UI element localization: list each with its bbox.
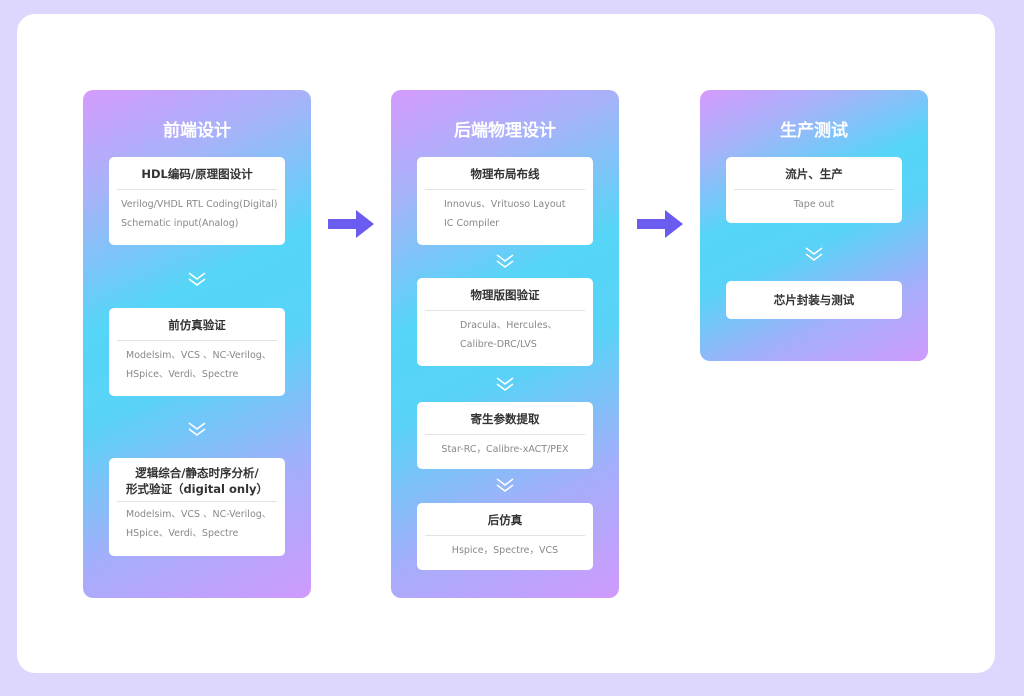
divider	[425, 189, 585, 190]
tool-line: Modelsim、VCS 、NC-Verilog、	[126, 509, 272, 520]
column-title: 后端物理设计	[454, 121, 556, 141]
step-title: 流片、生产	[785, 167, 843, 181]
divider	[117, 340, 277, 341]
step-tools: Innovus、Vrituoso Layout IC Compiler	[417, 190, 593, 239]
step-title-line: 形式验证（digital only）	[125, 482, 269, 496]
step-tools: Star-RC，Calibre-xACT/PEX	[417, 435, 593, 465]
divider	[734, 189, 894, 190]
step-tools: Modelsim、VCS 、NC-Verilog、 HSpice、Verdi、Sp…	[109, 341, 285, 390]
tool-line: HSpice、Verdi、Spectre	[126, 369, 239, 380]
divider	[425, 535, 585, 536]
step-layout-verification: 物理版图验证 Dracula、Hercules、 Calibre-DRC/LVS	[417, 278, 593, 366]
step-place-route: 物理布局布线 Innovus、Vrituoso Layout IC Compile…	[417, 157, 593, 245]
chevron-down-icon	[496, 377, 514, 391]
chevron-down-icon	[496, 254, 514, 268]
step-tools: Verilog/VHDL RTL Coding(Digital) Schemati…	[109, 190, 285, 239]
step-post-simulation: 后仿真 Hspice，Spectre，VCS	[417, 503, 593, 570]
column-production-test: 生产测试 流片、生产 Tape out 芯片封装与测试	[700, 90, 928, 361]
step-synthesis: 逻辑综合/静态时序分析/形式验证（digital only） Modelsim、…	[109, 458, 285, 556]
tool-line: IC Compiler	[444, 218, 500, 229]
divider	[117, 189, 277, 190]
step-pre-simulation: 前仿真验证 Modelsim、VCS 、NC-Verilog、 HSpice、Ve…	[109, 308, 285, 396]
tool-line: Innovus、Vrituoso Layout	[444, 199, 566, 210]
step-title-line: 逻辑综合/静态时序分析/	[135, 466, 259, 480]
step-tools: Hspice，Spectre，VCS	[417, 536, 593, 566]
column-frontend-design: 前端设计 HDL编码/原理图设计 Verilog/VHDL RTL Coding…	[83, 90, 311, 598]
step-tape-out: 流片、生产 Tape out	[726, 157, 902, 223]
step-title: HDL编码/原理图设计	[141, 167, 253, 181]
step-title: 前仿真验证	[168, 318, 226, 332]
column-backend-physical-design: 后端物理设计 物理布局布线 Innovus、Vrituoso Layout IC …	[391, 90, 619, 598]
arrow-right-icon	[637, 210, 683, 238]
tool-line: HSpice、Verdi、Spectre	[126, 528, 239, 539]
tool-line: Hspice，Spectre，VCS	[451, 545, 559, 556]
chevron-down-icon	[188, 272, 206, 286]
step-tools: Modelsim、VCS 、NC-Verilog、 HSpice、Verdi、Sp…	[109, 502, 285, 549]
step-parasitic-extraction: 寄生参数提取 Star-RC，Calibre-xACT/PEX	[417, 402, 593, 469]
step-title: 芯片封装与测试	[773, 293, 855, 307]
step-title: 物理布局布线	[470, 167, 540, 181]
tool-line: Calibre-DRC/LVS	[460, 339, 537, 350]
step-title: 寄生参数提取	[470, 412, 540, 426]
chevron-down-icon	[188, 422, 206, 436]
column-title: 前端设计	[163, 121, 231, 141]
divider	[425, 310, 585, 311]
tool-line: Tape out	[793, 199, 835, 210]
step-tools: Tape out	[726, 190, 902, 220]
tool-line: Dracula、Hercules、	[460, 320, 558, 331]
tool-line: Schematic input(Analog)	[121, 218, 239, 229]
divider	[117, 501, 277, 502]
step-title: 物理版图验证	[470, 288, 540, 302]
step-packaging-test: 芯片封装与测试	[726, 281, 902, 319]
tool-line: Verilog/VHDL RTL Coding(Digital)	[121, 199, 278, 210]
step-tools: Dracula、Hercules、 Calibre-DRC/LVS	[417, 311, 593, 360]
arrow-right-icon	[328, 210, 374, 238]
step-title: 逻辑综合/静态时序分析/形式验证（digital only）	[109, 458, 285, 501]
tool-line: Modelsim、VCS 、NC-Verilog、	[126, 350, 272, 361]
tool-line: Star-RC，Calibre-xACT/PEX	[441, 444, 569, 455]
step-title: 后仿真	[487, 513, 523, 527]
step-hdl-coding: HDL编码/原理图设计 Verilog/VHDL RTL Coding(Digi…	[109, 157, 285, 245]
chevron-down-icon	[496, 478, 514, 492]
chevron-down-icon	[805, 247, 823, 261]
column-title: 生产测试	[780, 121, 848, 141]
divider	[425, 434, 585, 435]
